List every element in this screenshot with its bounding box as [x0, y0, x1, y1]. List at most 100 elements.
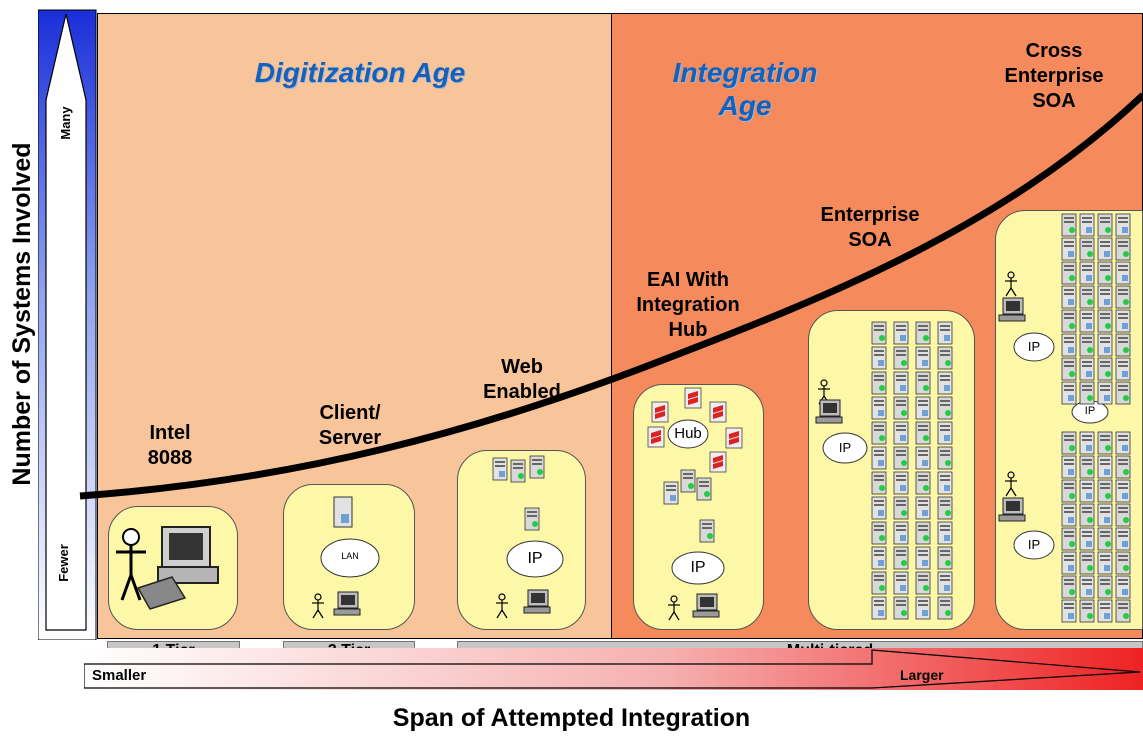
server-icon — [915, 446, 931, 470]
server-icon — [1097, 237, 1113, 261]
server-icon — [1079, 503, 1095, 527]
server-icon — [1097, 333, 1113, 357]
x-axis-title: Span of Attempted Integration — [392, 704, 751, 732]
server-icon — [937, 496, 953, 520]
server-icon — [871, 521, 887, 545]
server-icon — [1061, 309, 1077, 333]
server-icon — [937, 346, 953, 370]
stage-label-enterprise-soa: Enterprise SOA — [800, 203, 940, 253]
server-icon — [871, 596, 887, 620]
server-icon — [1115, 527, 1131, 551]
x-axis-smaller: Smaller — [92, 667, 147, 684]
server-icon — [915, 471, 931, 495]
server-icon — [1061, 237, 1077, 261]
server-icon — [1097, 479, 1113, 503]
server-icon — [1061, 213, 1077, 237]
server-icon — [1079, 455, 1095, 479]
server-icon — [871, 346, 887, 370]
server-icon — [1079, 381, 1095, 405]
server-icon — [1061, 285, 1077, 309]
server-icon — [1097, 357, 1113, 381]
server-icon — [1061, 503, 1077, 527]
server-icon — [893, 571, 909, 595]
server-icon — [915, 321, 931, 345]
server-icon — [1115, 455, 1131, 479]
server-icon — [1097, 285, 1113, 309]
server-icon — [1115, 599, 1131, 623]
server-icon — [871, 421, 887, 445]
server-icon — [893, 446, 909, 470]
server-icon — [937, 321, 953, 345]
server-icon — [1115, 237, 1131, 261]
server-icon — [1079, 333, 1095, 357]
ip-label-xsoa-1: IP — [1027, 339, 1041, 354]
server-icon — [937, 421, 953, 445]
server-icon — [915, 496, 931, 520]
server-icon — [333, 496, 353, 528]
stage-label-cross-soa-text: Cross Enterprise SOA — [1004, 40, 1104, 112]
person-icon — [116, 528, 146, 601]
server-icon — [1061, 455, 1077, 479]
server-icon — [1097, 213, 1113, 237]
server-icon — [1115, 261, 1131, 285]
server-icon — [915, 346, 931, 370]
lan-label: LAN — [341, 551, 359, 561]
server-icon — [1115, 309, 1131, 333]
server-icon — [1079, 551, 1095, 575]
stage-label-cross-soa: Cross Enterprise SOA — [984, 39, 1124, 114]
server-icon — [1115, 381, 1131, 405]
ip-label-esoa: IP — [838, 440, 852, 455]
cloud-icon — [320, 538, 380, 578]
server-icon — [1115, 285, 1131, 309]
server-icon — [915, 371, 931, 395]
stage-label-eai-text: EAI With Integration Hub — [636, 269, 740, 341]
ip-label-xsoa-2: IP — [1084, 405, 1096, 417]
server-icon — [937, 521, 953, 545]
server-icon — [937, 371, 953, 395]
server-icon — [915, 521, 931, 545]
server-icon — [1115, 551, 1131, 575]
server-icon — [1115, 431, 1131, 455]
server-icon — [915, 571, 931, 595]
server-icon — [937, 396, 953, 420]
server-icon — [893, 521, 909, 545]
server-icon — [1061, 333, 1077, 357]
server-icon — [937, 571, 953, 595]
server-icon — [1097, 599, 1113, 623]
ip-label-xsoa-3: IP — [1027, 537, 1041, 552]
server-icon — [937, 471, 953, 495]
y-axis-arrow — [38, 9, 97, 640]
server-icon — [1061, 599, 1077, 623]
stage-label-web-text: Web Enabled — [483, 356, 561, 403]
server-icon — [1097, 381, 1113, 405]
server-icon — [893, 471, 909, 495]
server-icon — [1061, 431, 1077, 455]
server-icon — [1097, 575, 1113, 599]
server-icon — [1079, 527, 1095, 551]
integration-age-title: Integration Age — [672, 57, 818, 121]
ip-label-eai: IP — [690, 559, 706, 576]
server-icon — [893, 596, 909, 620]
server-icon — [1079, 285, 1095, 309]
x-axis-arrow — [84, 648, 1143, 690]
hub-label: Hub — [674, 425, 702, 442]
server-icon — [1115, 575, 1131, 599]
stage-label-enterprise-soa-text: Enterprise SOA — [820, 204, 920, 251]
server-icon — [1061, 381, 1077, 405]
server-icon — [893, 321, 909, 345]
growth-curve — [79, 92, 1143, 500]
server-icon — [871, 571, 887, 595]
stage-label-web: Web Enabled — [462, 355, 582, 405]
server-icon — [1079, 575, 1095, 599]
server-icon — [871, 471, 887, 495]
server-icon — [937, 546, 953, 570]
server-icon — [893, 396, 909, 420]
server-icon — [915, 546, 931, 570]
server-icon — [1061, 261, 1077, 285]
server-icon — [893, 346, 909, 370]
digitization-age-title: Digitization Age — [254, 57, 466, 88]
server-icon — [1061, 575, 1077, 599]
server-icon — [1079, 599, 1095, 623]
server-icon — [871, 546, 887, 570]
